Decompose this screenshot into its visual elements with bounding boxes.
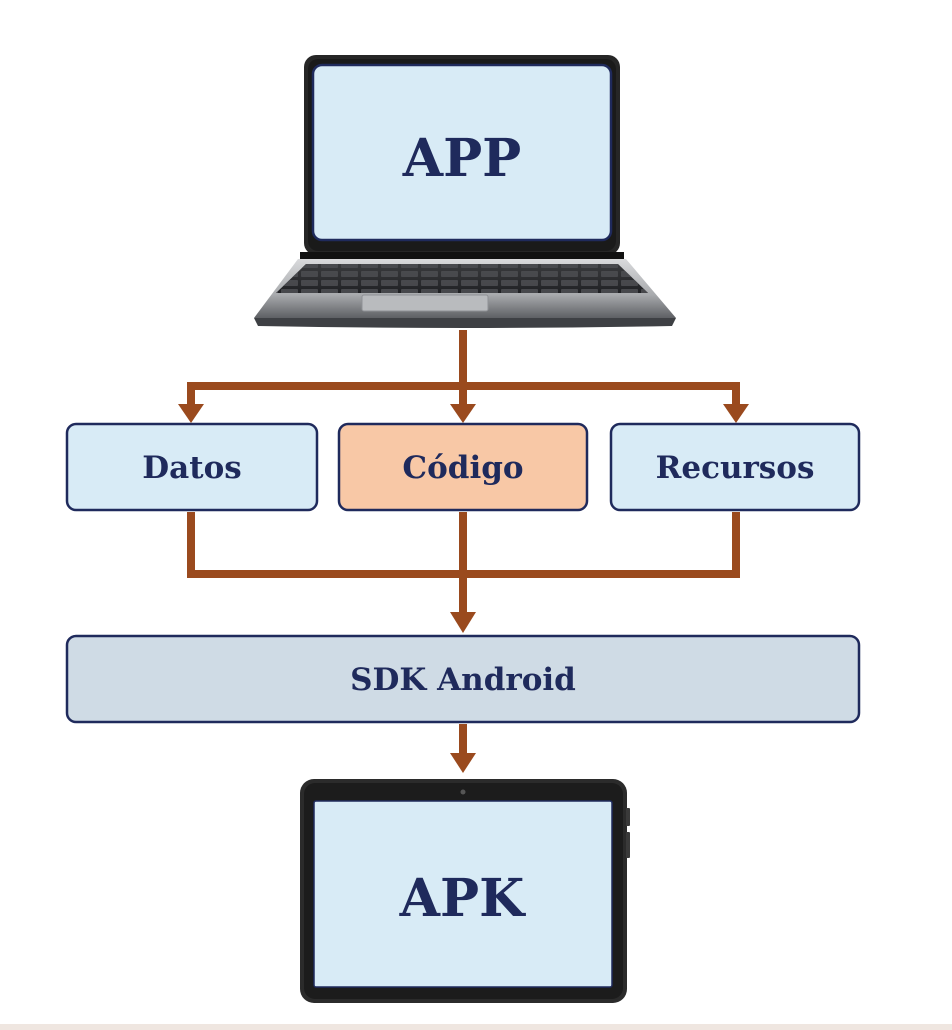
distribution-arrowheads <box>178 404 749 423</box>
sdk-android-label: SDK Android <box>350 662 576 698</box>
datos-box <box>65 422 319 512</box>
arrowhead-sdk <box>450 612 476 633</box>
codigo-box <box>337 422 589 512</box>
arrowhead-apk <box>450 753 476 773</box>
bottom-divider <box>0 1024 952 1030</box>
laptop-screen <box>311 63 613 242</box>
laptop-icon <box>254 55 676 328</box>
arrowhead-codigo <box>450 404 476 423</box>
codigo-label: Código <box>402 450 523 486</box>
tablet-screen-label: APK <box>399 868 526 929</box>
recursos-label: Recursos <box>656 450 815 486</box>
datos-label: Datos <box>142 450 241 486</box>
laptop-screen-label: APP <box>402 128 522 189</box>
recursos-box <box>609 422 861 512</box>
merge-arrows <box>187 512 740 614</box>
tablet-screen <box>313 800 613 988</box>
arrowhead-recursos <box>723 404 749 423</box>
distribution-arrows <box>187 330 740 407</box>
sdk-android-box <box>65 634 861 724</box>
arrowhead-datos <box>178 404 204 423</box>
tablet-icon <box>300 779 630 1003</box>
